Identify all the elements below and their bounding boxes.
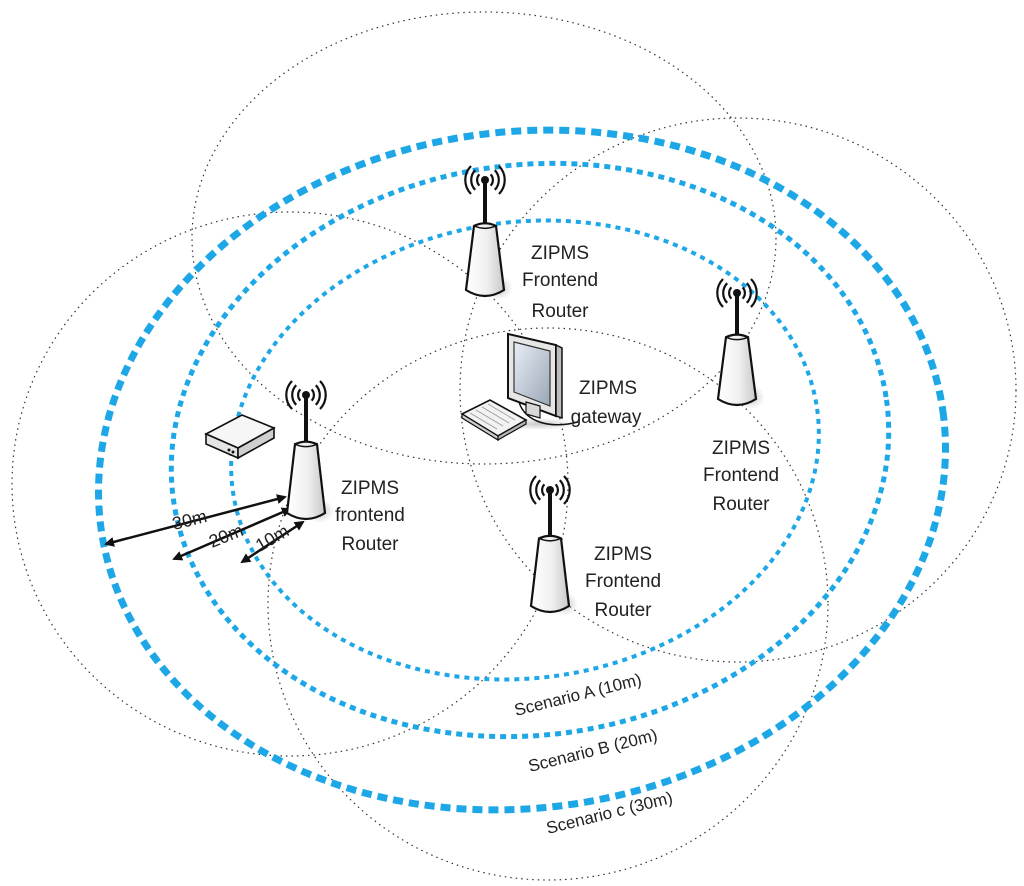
distance-label-10m: 10m xyxy=(252,521,292,556)
router-label-line: Frontend xyxy=(703,465,779,486)
router-label-top: ZIPMS Frontend Router xyxy=(522,243,598,322)
scenario-rings xyxy=(95,126,949,814)
scenario-ring-c xyxy=(95,126,949,814)
distance-label-20m: 20m xyxy=(206,520,246,552)
gateway-label-line: ZIPMS xyxy=(579,378,637,399)
router-label-line: ZIPMS xyxy=(712,438,770,459)
router-label-line: Frontend xyxy=(522,270,598,291)
router-label-right: ZIPMS Frontend Router xyxy=(703,438,779,515)
router-label-line: ZIPMS xyxy=(531,243,589,264)
coverage-ring-top xyxy=(191,11,777,465)
coverage-rings xyxy=(11,11,1017,881)
desktop-computer-icon xyxy=(460,332,579,442)
router-label-bottom: ZIPMS Frontend Router xyxy=(585,544,661,621)
router-label-line: Router xyxy=(531,301,589,322)
distance-arrows xyxy=(104,494,305,564)
router-label-line: ZIPMS xyxy=(594,544,652,565)
antenna-tower-icon xyxy=(716,278,765,409)
router-label-left: ZIPMS frontend Router xyxy=(335,478,405,555)
sensor-box-icon xyxy=(204,414,276,460)
router-label-line: Router xyxy=(594,600,652,621)
coverage-ring-bottom xyxy=(267,327,829,881)
scenario-label-a: Scenario A (10m) xyxy=(512,670,643,720)
router-label-line: ZIPMS xyxy=(341,478,399,499)
distance-arrow-10m xyxy=(240,520,305,564)
antenna-tower-icon xyxy=(464,165,513,300)
router-label-line: frontend xyxy=(335,505,405,526)
router-label-line: Frontend xyxy=(585,571,661,592)
router-label-line: Router xyxy=(712,494,770,515)
gateway-label-line: gateway xyxy=(571,407,642,428)
antenna-tower-icon xyxy=(529,475,578,616)
antenna-tower-icon xyxy=(285,380,334,523)
scenario-ring-a xyxy=(229,218,821,682)
router-label-line: Router xyxy=(341,534,399,555)
distance-arrow-20m xyxy=(172,507,292,561)
distance-labels: 30m 20m 10m xyxy=(170,506,292,555)
scenario-label-c: Scenario c (30m) xyxy=(544,788,674,838)
gateway-label: ZIPMS gateway xyxy=(571,378,642,428)
coverage-ring-right xyxy=(459,117,1017,663)
